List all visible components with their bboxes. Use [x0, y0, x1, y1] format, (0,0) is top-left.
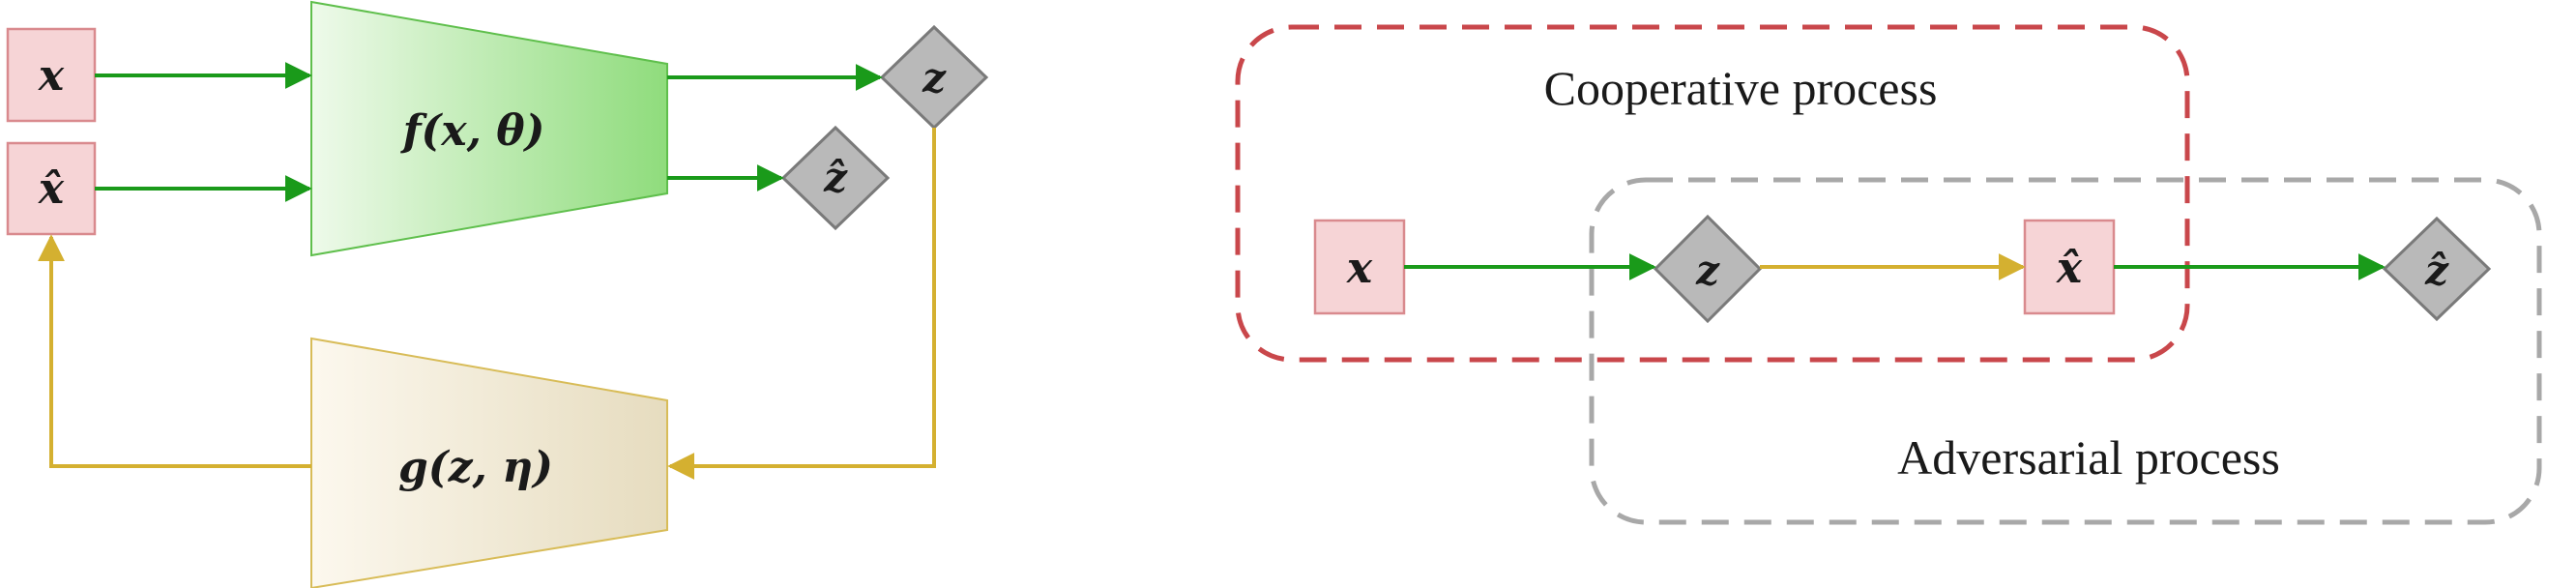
node-z-diamond	[1653, 214, 1763, 324]
right-diagram: Cooperative process Adversarial process …	[1235, 24, 2542, 525]
arrow-z-to-decoder	[667, 128, 936, 480]
encoder-label: f(x, θ)	[400, 106, 545, 156]
node-x-box	[1313, 219, 1406, 315]
input-x-box	[6, 27, 97, 123]
node-x-hat-label: x̂	[2056, 244, 2083, 293]
arrow-decoder-to-x-hat	[38, 234, 311, 468]
node-x-label: x	[1346, 244, 1373, 293]
input-x-label: x	[38, 51, 65, 101]
adversarial-region	[1589, 177, 2542, 525]
latent-z-hat-diamond	[780, 125, 891, 231]
cooperative-region	[1235, 24, 2190, 363]
decoder-block	[310, 337, 668, 588]
input-x-hat-box	[6, 141, 97, 236]
node-z-hat-diamond	[2382, 216, 2492, 322]
input-x-hat-label: x̂	[38, 164, 65, 214]
cooperative-label: Cooperative process	[1544, 61, 1938, 115]
node-z-label: z	[1695, 247, 1720, 294]
latent-z-label: z	[922, 54, 947, 102]
node-x-hat-box	[2023, 219, 2116, 315]
node-z-hat-label: ẑ	[2424, 247, 2449, 294]
latent-z-hat-label: ẑ	[823, 154, 848, 201]
adversarial-label: Adversarial process	[1897, 430, 2280, 485]
encoder-block	[310, 0, 668, 257]
decoder-label: g(z, η)	[398, 443, 553, 492]
left-diagram: f(x, θ) g(z, η) x x̂ z ẑ	[6, 0, 989, 588]
